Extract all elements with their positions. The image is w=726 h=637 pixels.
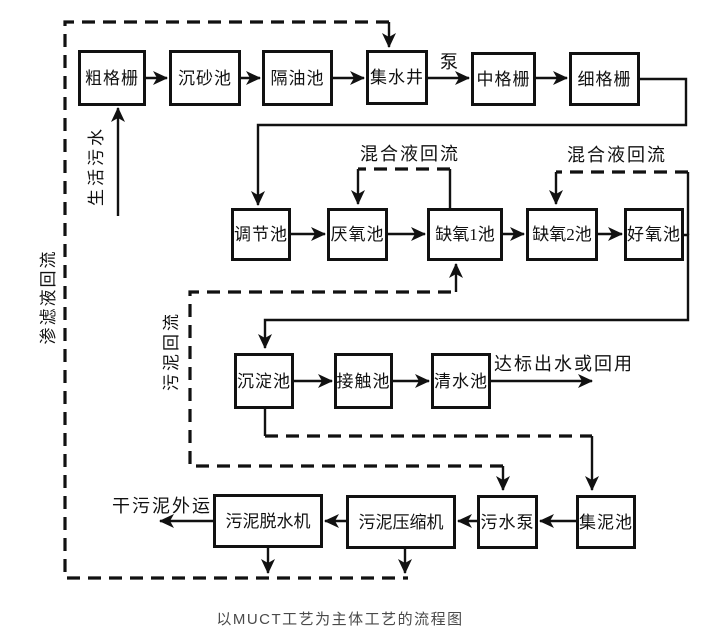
dashed-return-lines: [63, 20, 688, 580]
label-domestic-sewage: 生活污水: [86, 126, 106, 206]
label-leachate-return: 渗滤液回流: [38, 249, 58, 345]
node-sedimentation-tank: 沉淀池: [234, 353, 294, 409]
label-mixed-liquor-recycle-2: 混合液回流: [567, 145, 667, 165]
label-pump: 泵: [440, 52, 460, 72]
node-aerobic-tank: 好氧池: [624, 208, 684, 261]
label-sludge-return: 污泥回流: [161, 311, 181, 391]
node-anaerobic-tank: 厌氧池: [327, 208, 388, 261]
node-regulating-tank: 调节池: [231, 208, 291, 261]
label-dry-sludge-out: 干污泥外运: [112, 496, 212, 516]
diagram-caption: 以MUCT工艺为主体工艺的流程图: [216, 611, 464, 628]
label-mixed-liquor-recycle-1: 混合液回流: [360, 144, 460, 164]
node-fine-screen: 细格栅: [569, 52, 640, 106]
node-clear-water-tank: 清水池: [431, 353, 491, 409]
node-oil-separator: 隔油池: [262, 50, 333, 106]
node-collection-well: 集水井: [366, 50, 428, 105]
node-sludge-dewaterer: 污泥脱水机: [213, 494, 323, 548]
node-sewage-pump: 污水泵: [477, 495, 538, 549]
node-coarse-screen: 粗格栅: [78, 50, 146, 106]
node-anoxic-tank-2: 缺氧2池: [526, 208, 598, 261]
leachate-return-line: [63, 20, 408, 580]
node-grit-chamber: 沉砂池: [169, 50, 241, 106]
node-contact-tank: 接触池: [334, 353, 393, 409]
solid-connectors: [263, 169, 690, 436]
node-sludge-compressor: 污泥压缩机: [346, 495, 456, 549]
node-sludge-collection-tank: 集泥池: [576, 495, 636, 549]
node-medium-screen: 中格栅: [471, 52, 536, 106]
sludge-return-line: [188, 290, 503, 468]
node-anoxic-tank-1: 缺氧1池: [427, 208, 503, 261]
label-effluent: 达标出水或回用: [494, 354, 634, 374]
arrow-flow-lines: [111, 22, 690, 574]
